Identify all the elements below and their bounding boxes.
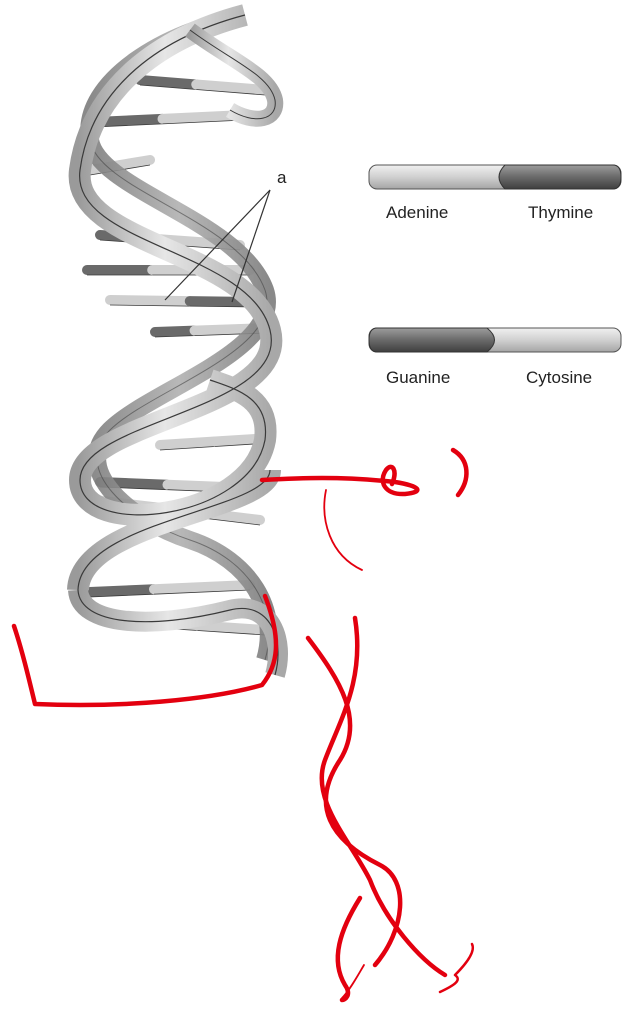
handwritten-annotations (14, 450, 473, 1000)
base-pair-rung-3-right (120, 160, 150, 165)
annotation-stroke-helix-c (338, 898, 360, 1000)
key-guanine-cytosine-bar (369, 328, 621, 352)
base-pair-rung-6-left (110, 300, 190, 301)
annotation-stroke-curve-left (324, 490, 362, 570)
key-adenine-thymine-bar (369, 165, 621, 189)
annotation-stroke-paren (453, 450, 466, 495)
base-pair-rung-1-left (140, 80, 196, 85)
key-label-guanine: Guanine (386, 368, 450, 388)
key-label-adenine: Adenine (386, 203, 448, 223)
key-label-cytosine: Cytosine (526, 368, 592, 388)
base-pair-rung-11-right (154, 585, 250, 589)
annotation-stroke-horizontal (262, 467, 417, 494)
pointer-label-a: a (277, 168, 286, 188)
annotation-stroke-helix-b (322, 618, 445, 975)
annotation-stroke-tail-b (440, 944, 473, 992)
base-pair-rung-1-right (196, 85, 265, 91)
key-label-thymine: Thymine (528, 203, 593, 223)
base-pair-rung-7-left (155, 331, 195, 332)
dna-backbone-top-twist (190, 30, 275, 119)
base-pair-rung-11-left (90, 589, 154, 592)
base-pair-rung-12-right (198, 626, 266, 631)
base-pair-rung-8-left (160, 442, 215, 446)
